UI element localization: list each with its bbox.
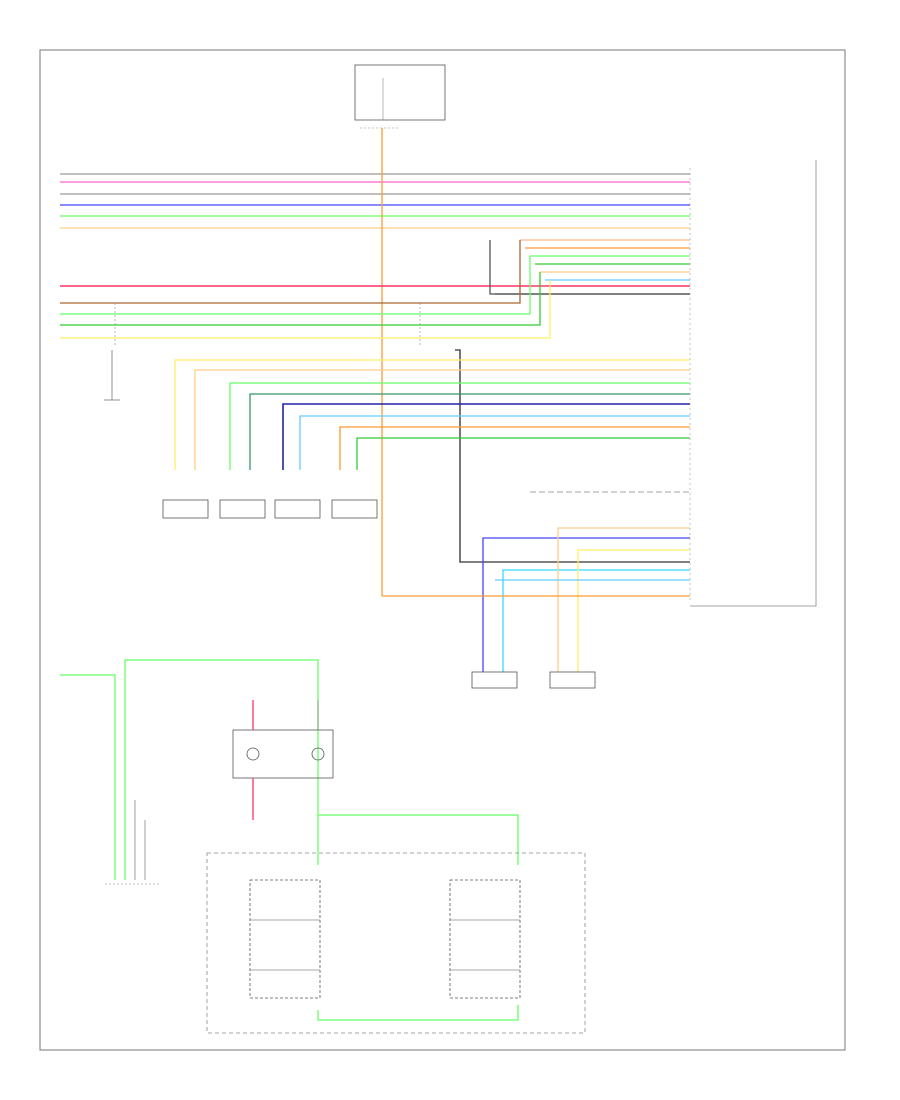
radio-harness-right xyxy=(60,239,690,295)
ground-lead-left xyxy=(104,350,120,401)
radio-harness-middle xyxy=(60,240,551,345)
left-rear-door-speaker xyxy=(274,499,321,519)
left-rear-speaker xyxy=(549,671,596,689)
steering-wheel xyxy=(232,700,334,820)
steering-control-harness xyxy=(60,659,519,885)
fuse-block xyxy=(354,64,446,129)
steering-controls-box xyxy=(206,852,586,1034)
speaker-feeds-front xyxy=(174,359,690,470)
right-rear-speaker xyxy=(471,671,518,689)
speaker-feeds-rear xyxy=(382,527,690,672)
right-rear-door-speaker xyxy=(331,499,378,519)
left-front-door-speaker xyxy=(162,499,209,519)
right-front-door-speaker xyxy=(219,499,266,519)
radio-harness-upper xyxy=(60,173,690,229)
radio-ground-run xyxy=(455,349,690,563)
steering-controls-link xyxy=(317,1005,519,1021)
passenger-steering-controls xyxy=(449,879,521,999)
radio xyxy=(689,160,817,607)
diagram-frame xyxy=(39,49,846,1051)
driver-steering-controls xyxy=(249,879,321,999)
